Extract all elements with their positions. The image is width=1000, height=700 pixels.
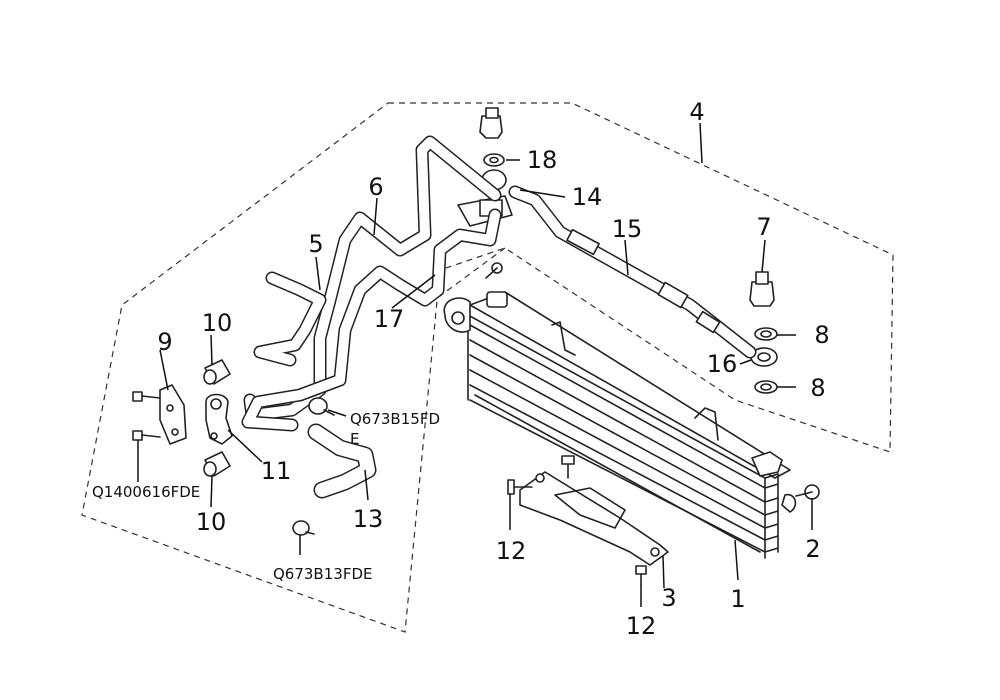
callout-12-bottom: 12: [626, 612, 657, 640]
callout-12-left: 12: [496, 537, 527, 565]
hose-clamp-q673b15fde: [308, 397, 335, 416]
callout-16: 16: [707, 350, 738, 378]
lower-mounting-bracket: [519, 471, 669, 566]
callout-18: 18: [527, 146, 558, 174]
callout-1: 1: [730, 585, 745, 613]
grommet-10-lower: [203, 451, 231, 477]
callout-10-upper: 10: [202, 309, 233, 337]
callout-8-lower: 8: [810, 374, 825, 402]
pipe-clamp-11: [205, 393, 233, 445]
callout-13: 13: [353, 505, 384, 533]
callout-17: 17: [374, 305, 405, 333]
small-bolt: [485, 262, 503, 279]
bolt-q1400616fde-upper: [132, 391, 161, 402]
bolt-center-bracket: [561, 455, 575, 479]
sealing-washer-18: [483, 153, 505, 167]
bracket-9: [159, 384, 187, 445]
callout-7: 7: [756, 213, 771, 241]
callout-5: 5: [308, 230, 323, 258]
callout-15: 15: [612, 215, 643, 243]
callout-14: 14: [572, 183, 603, 211]
rubber-hose-13: [307, 423, 377, 499]
part-code-q673b15fde: Q673B15FD: [350, 410, 440, 428]
hose-clamp-q673b13fde: [292, 520, 315, 536]
part-code-q673b15fde-suffix: E: [350, 430, 359, 448]
callout-11: 11: [261, 457, 292, 485]
bolt-12-lower: [635, 565, 647, 585]
bolt-2: [795, 484, 820, 500]
callout-2: 2: [805, 535, 820, 563]
banjo-bolt-top: [479, 107, 503, 139]
oil-pipe-6: [243, 135, 502, 422]
callout-4: 4: [689, 98, 704, 126]
grommet-10-upper: [203, 359, 231, 385]
bolt-q1400616fde-lower: [132, 430, 161, 441]
oil-cooler-core: [443, 291, 797, 559]
assembly-boundary-left: [81, 102, 894, 633]
banjo-bolt-7: [749, 271, 775, 307]
oil-pipe-17: [241, 208, 502, 432]
assembly-boundary-inner: [439, 247, 506, 297]
callout-9: 9: [157, 328, 172, 356]
sealing-washer-8-lower: [754, 380, 778, 394]
part-code-q1400616fde: Q1400616FDE: [92, 483, 200, 501]
part-code-q673b13fde: Q673B13FDE: [273, 565, 372, 583]
leader-lines: [137, 122, 813, 607]
banjo-fitting-16: [750, 347, 778, 367]
callout-3: 3: [661, 584, 676, 612]
callout-6: 6: [368, 173, 383, 201]
oil-hose-15: [508, 185, 757, 359]
oil-pipe-5: [253, 271, 327, 367]
sealing-washer-8-upper: [754, 327, 778, 341]
callout-8-upper: 8: [814, 321, 829, 349]
callout-10-lower: 10: [196, 508, 227, 536]
bolt-12-upper: [507, 479, 533, 495]
